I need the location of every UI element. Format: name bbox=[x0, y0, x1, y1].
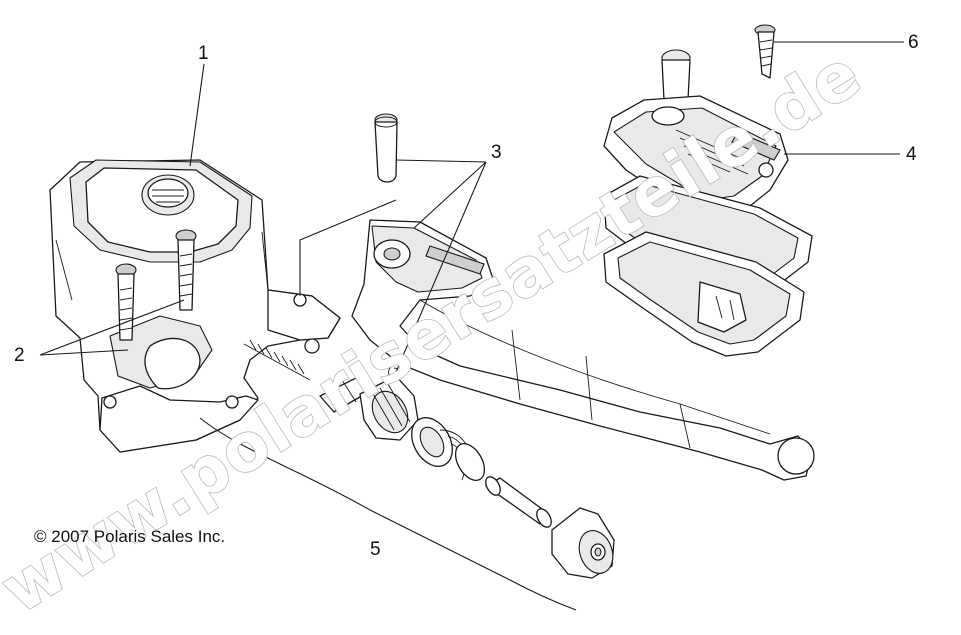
leader-3a bbox=[395, 159, 487, 163]
leader-3c bbox=[395, 161, 487, 373]
cover-plug bbox=[661, 49, 691, 106]
push-rod bbox=[485, 476, 552, 528]
pivot-pin[interactable] bbox=[374, 113, 398, 183]
leader-2b bbox=[39, 349, 129, 356]
leader-3b bbox=[413, 161, 487, 229]
return-spring bbox=[411, 417, 486, 481]
leader-lines bbox=[39, 41, 904, 373]
brake-lever[interactable] bbox=[351, 219, 815, 481]
leader-2a bbox=[39, 299, 185, 356]
piston-seal-kit[interactable] bbox=[199, 375, 619, 611]
copyright-notice: © 2007 Polaris Sales Inc. bbox=[34, 527, 226, 546]
callout-6: 6 bbox=[908, 32, 919, 53]
clamp-screw-a[interactable] bbox=[175, 229, 197, 311]
leader-3d bbox=[299, 199, 397, 296]
callout-1: 1 bbox=[198, 43, 209, 64]
dust-boot bbox=[551, 507, 615, 579]
cup-seal bbox=[359, 375, 419, 441]
master-cylinder-body[interactable] bbox=[49, 159, 341, 453]
leader-1 bbox=[189, 63, 205, 167]
callout-2: 2 bbox=[14, 345, 25, 366]
callout-5: 5 bbox=[370, 539, 381, 560]
cover-screw[interactable] bbox=[754, 24, 776, 79]
callout-3: 3 bbox=[491, 142, 502, 163]
reservoir-cover-assembly[interactable] bbox=[603, 49, 813, 357]
plunger-spring bbox=[243, 339, 311, 381]
kit-bracket bbox=[199, 417, 577, 611]
callout-4: 4 bbox=[906, 144, 917, 165]
